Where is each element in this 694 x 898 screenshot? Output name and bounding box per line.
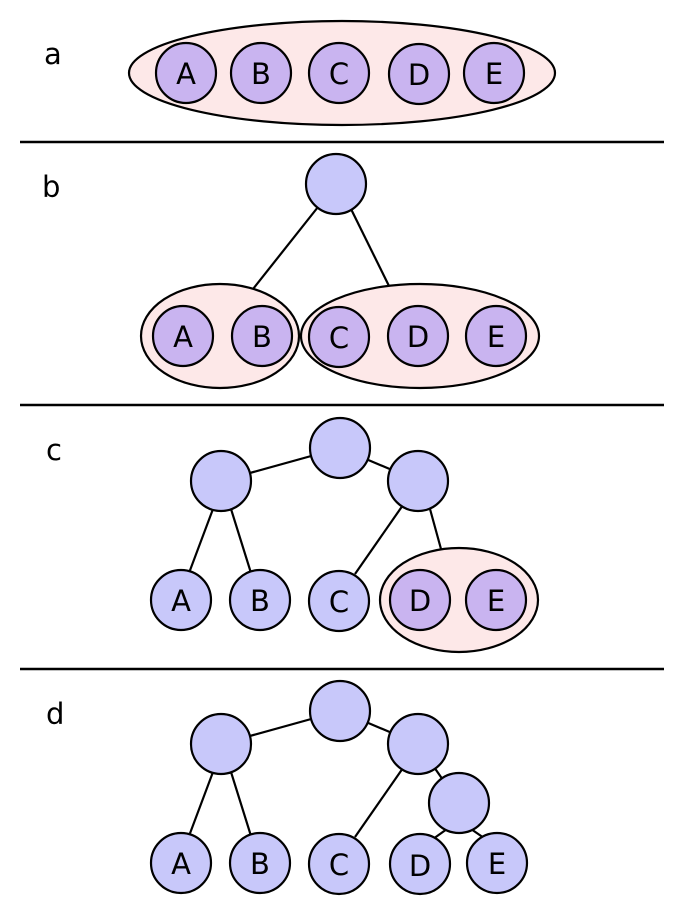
leaf-node-d: D [387,42,451,106]
leaf-node-b: B [230,304,294,368]
leaf-node-c: C [307,569,371,633]
panel-d: d A B C D E [46,679,529,896]
leaf-node-c: C [307,305,371,369]
panel-c: c A B C D E [46,416,540,654]
leaf-label: A [176,57,196,91]
internal-node-root [304,152,368,216]
leaf-label: C [329,848,349,882]
panel-a: a A B C D E [44,19,557,127]
tree-edge [187,771,215,837]
leaf-label: B [250,584,270,618]
panel-label-a: a [44,37,62,71]
leaf-label: A [171,847,191,881]
leaf-label: C [329,585,349,619]
leaf-label: D [408,58,430,92]
leaf-label: D [409,584,431,618]
internal-node-ab [189,449,253,513]
leaf-label: A [171,584,191,618]
leaf-label: B [252,320,272,354]
leaf-node-a: A [154,41,218,105]
internal-node-root [308,416,372,480]
leaf-node-b: B [228,568,292,632]
tree-edge [229,771,253,837]
tree-edge [428,508,443,550]
tree-edge [187,508,215,574]
leaf-node-d: D [388,832,452,896]
tree-edge [354,767,404,838]
leaf-node-d: D [386,304,450,368]
leaf-label: E [487,320,505,354]
tree-edge [252,206,319,290]
leaf-label: C [329,57,349,91]
leaf-node-a: A [151,304,215,368]
leaf-node-c: C [307,41,371,105]
leaf-label: B [251,57,271,91]
internal-node-ab [189,712,253,776]
leaf-label: D [409,849,431,883]
internal-node-de [427,771,491,835]
leaf-node-e: E [465,831,529,895]
panel-label-c: c [46,433,62,467]
leaf-node-b: B [229,41,293,105]
leaf-node-e: E [464,568,528,632]
internal-node-cde [386,449,450,513]
leaf-label: A [173,320,193,354]
leaf-label: D [407,320,429,354]
leaf-label: E [488,847,506,881]
internal-node-root [308,679,372,743]
leaf-node-b: B [228,831,292,895]
tree-edge [350,208,391,289]
panel-label-d: d [46,697,64,731]
leaf-node-e: E [464,304,528,368]
leaf-node-a: A [149,831,213,895]
internal-node-cde [386,712,450,776]
leaf-node-c: C [307,832,371,896]
leaf-node-e: E [462,41,526,105]
leaf-label: E [485,57,503,91]
leaf-node-a: A [149,568,213,632]
leaf-label: C [329,321,349,355]
tree-edge [229,508,253,574]
panel-b: b A B C D E [42,152,541,390]
leaf-label: E [487,584,505,618]
tree-edge [354,504,404,575]
leaf-label: B [250,847,270,881]
panel-label-b: b [42,170,60,204]
leaf-node-d: D [388,568,452,632]
